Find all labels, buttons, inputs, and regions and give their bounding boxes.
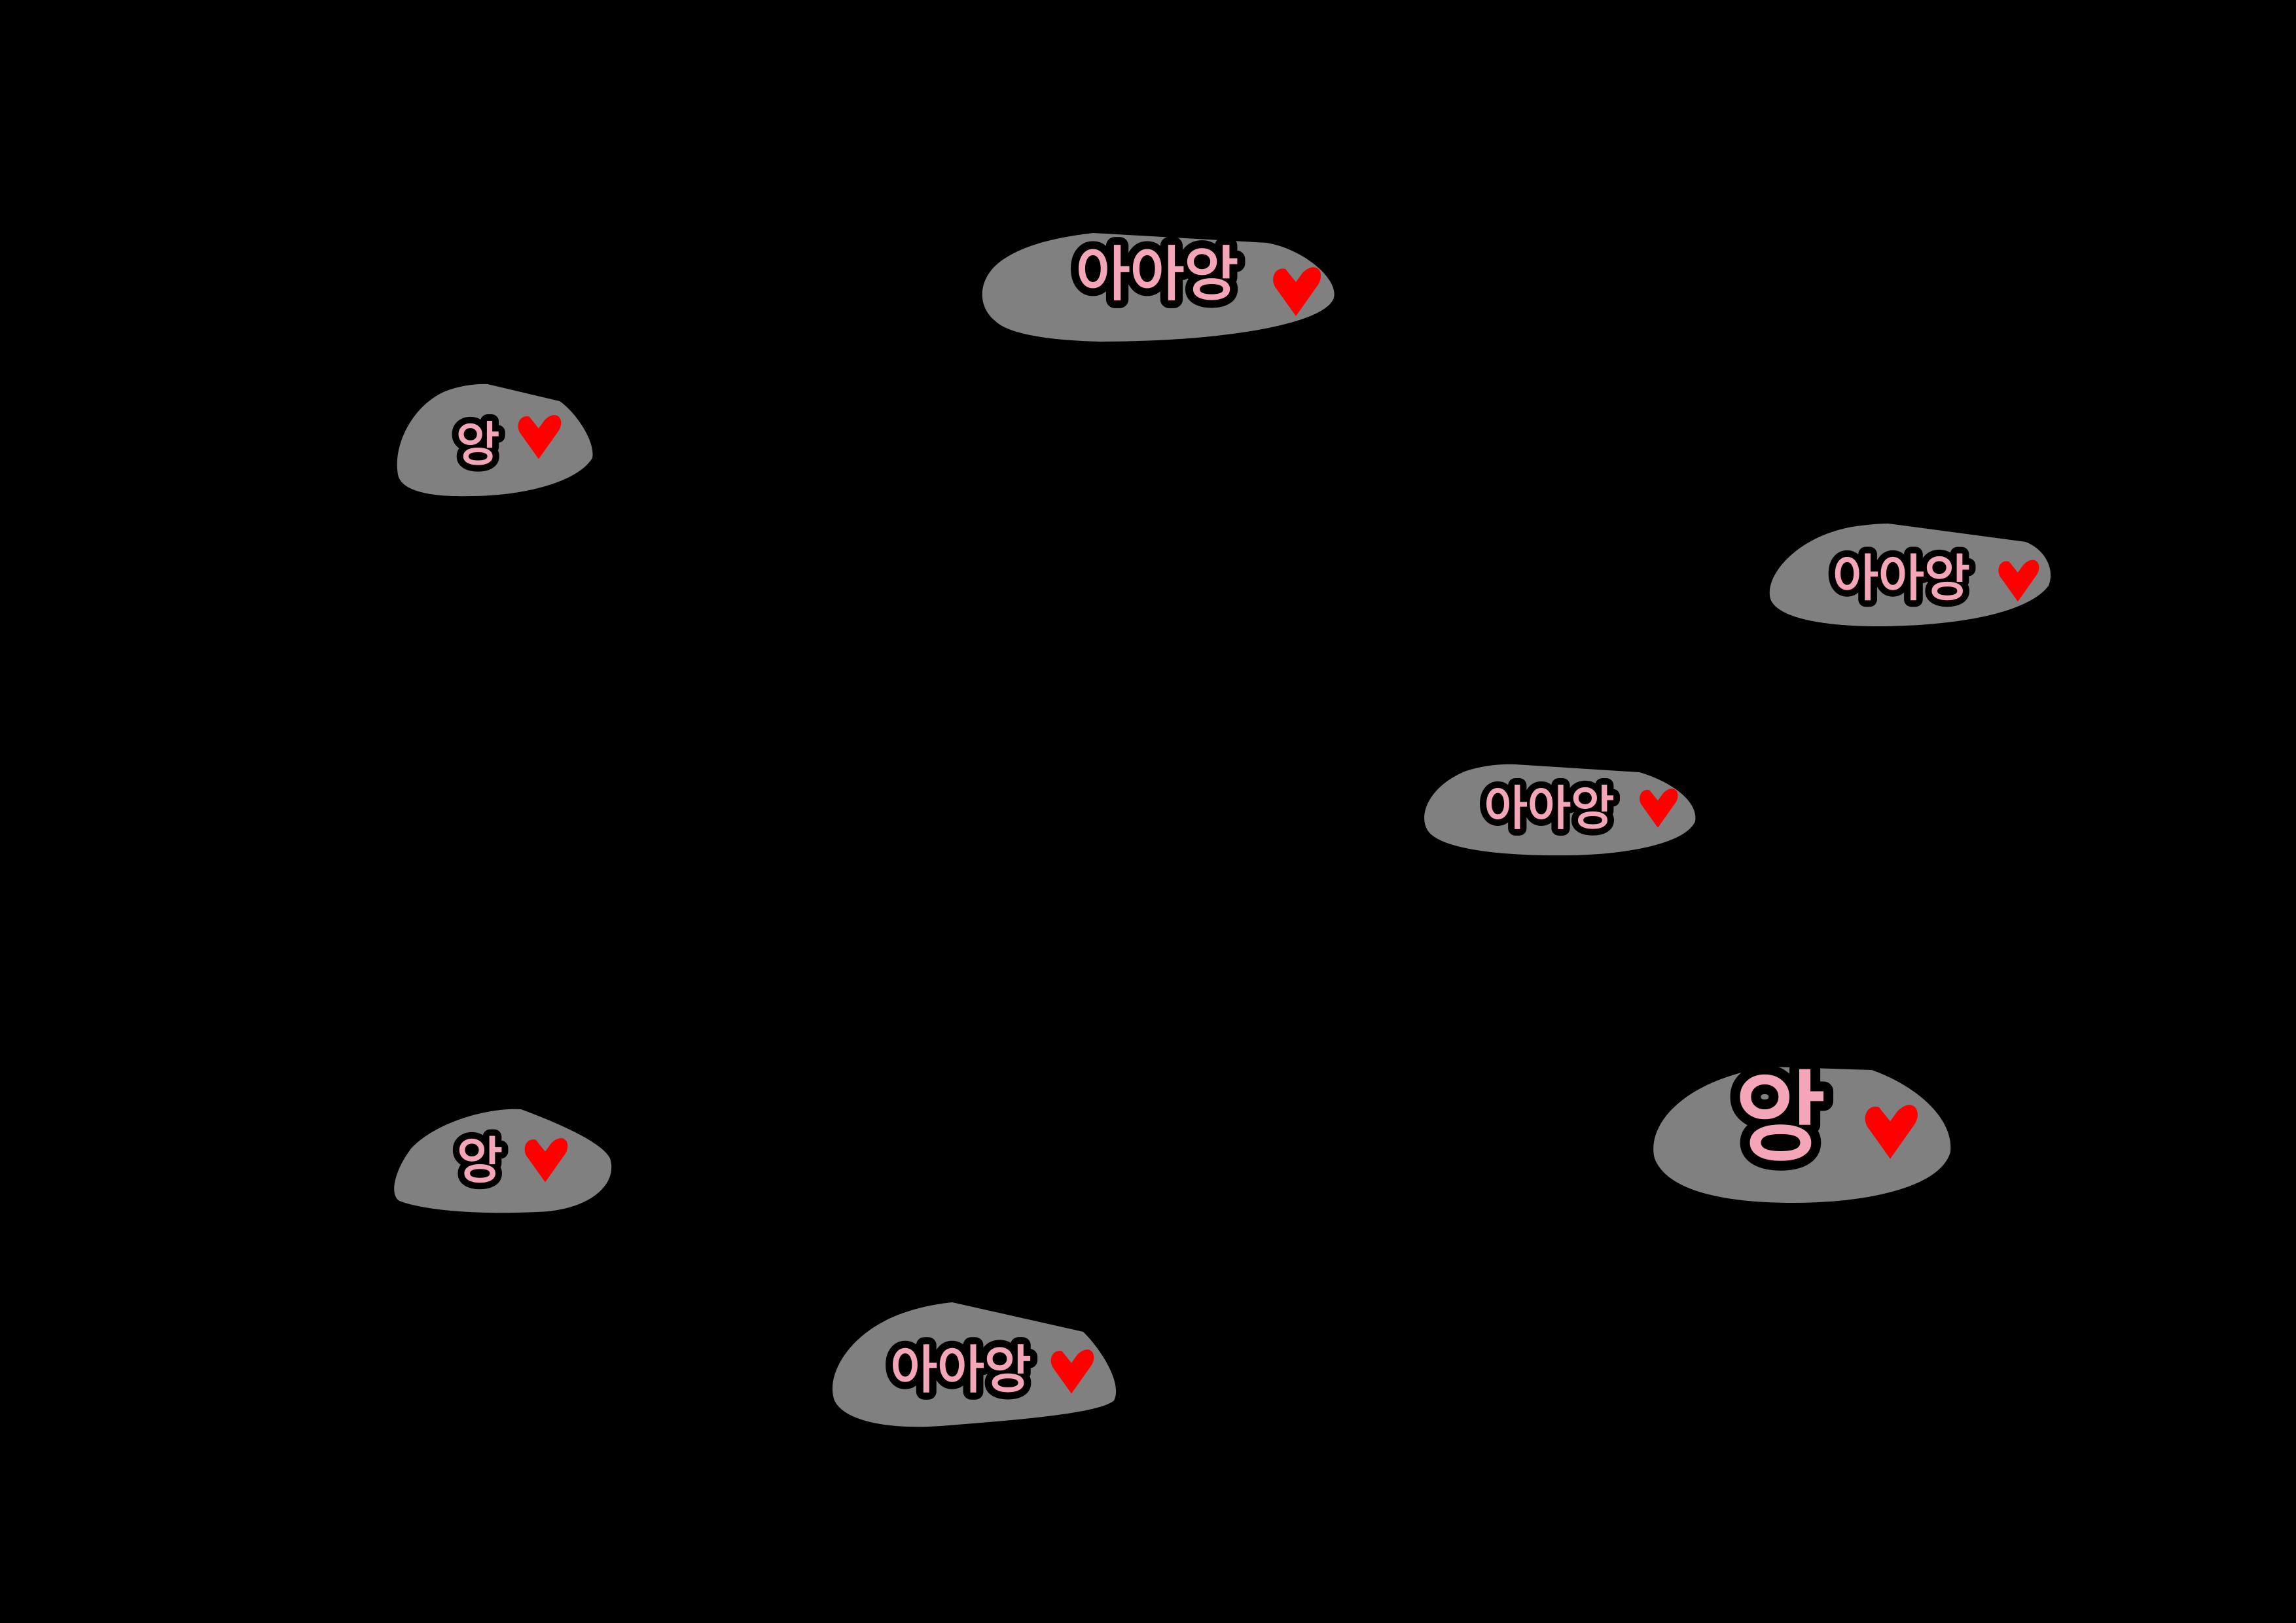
speech-bubble: 아아앙 <box>982 232 1335 342</box>
bubble-shape <box>1424 764 1696 856</box>
moan-text: 앙 <box>457 1132 503 1190</box>
bubble-shape <box>982 233 1335 342</box>
bubble-shape <box>394 1109 612 1213</box>
speech-bubble: 아아앙 <box>1424 764 1696 856</box>
bubble-shape <box>397 383 593 497</box>
bubble-shape <box>1769 524 2051 627</box>
moan-text: 앙 <box>456 417 499 472</box>
speech-bubble: 앙 <box>397 383 593 497</box>
moan-text: 아아앙 <box>1833 549 1970 607</box>
bubble-shape <box>1653 1067 1951 1203</box>
moan-text: 앙 <box>1735 1061 1825 1175</box>
speech-bubble: 앙 <box>1653 1052 1951 1203</box>
bubble-shape <box>832 1302 1117 1427</box>
moan-text: 아아앙 <box>1076 240 1238 309</box>
moan-text: 아아앙 <box>890 1341 1031 1400</box>
speech-bubble: 앙 <box>394 1109 612 1213</box>
moan-text: 아아앙 <box>1484 781 1615 836</box>
speech-bubble: 아아앙 <box>1769 524 2051 627</box>
speech-bubble: 아아앙 <box>832 1302 1117 1427</box>
